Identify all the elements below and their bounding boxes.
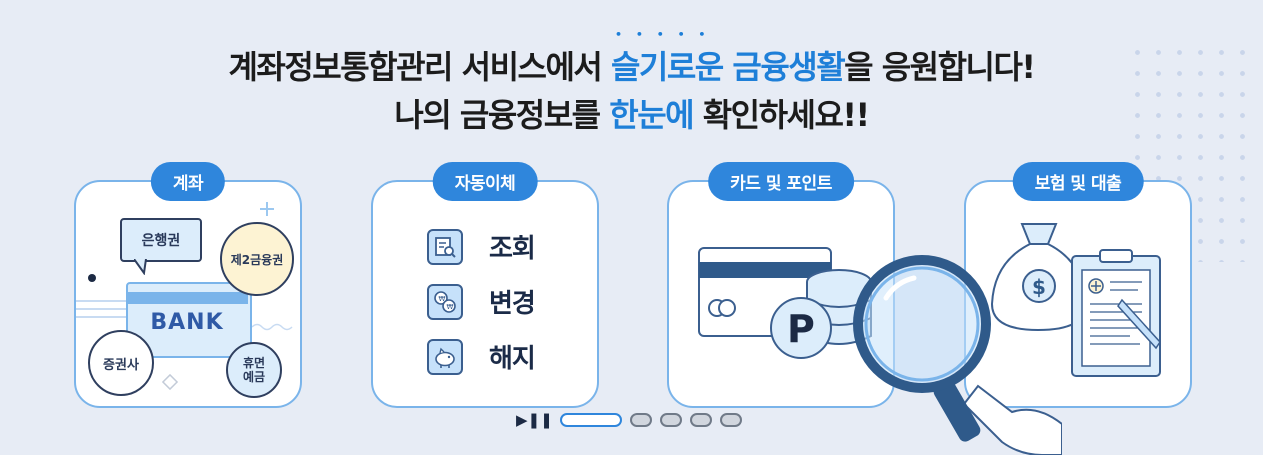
bubble-tail bbox=[134, 259, 147, 275]
card-auto-transfer-title: 자동이체 bbox=[432, 162, 538, 201]
headline-2-highlight: 한눈에 bbox=[609, 96, 694, 134]
plus-decoration-icon bbox=[260, 202, 274, 216]
play-pause-button[interactable]: ▶❚❚ bbox=[516, 411, 553, 429]
auto-transfer-row-cancel: 해지 bbox=[427, 338, 536, 375]
auto-transfer-inquiry-label: 조회 bbox=[489, 234, 536, 264]
play-pause-icon: ▶❚❚ bbox=[516, 411, 553, 429]
card-insurance-loan-title: 보험 및 대출 bbox=[1012, 162, 1144, 201]
auto-transfer-cancel-label: 해지 bbox=[489, 344, 536, 374]
headline-2-prefix: 나의 금융정보를 bbox=[394, 96, 601, 134]
carousel-indicator[interactable] bbox=[660, 413, 682, 427]
card-insurance-loan[interactable]: 보험 및 대출 $ bbox=[964, 162, 1192, 408]
svg-text:₩: ₩ bbox=[439, 295, 446, 303]
money-bag-icon: $ bbox=[990, 223, 1088, 332]
bank-label: BANK bbox=[150, 310, 224, 335]
carousel-indicator[interactable] bbox=[720, 413, 742, 427]
auto-transfer-row-inquiry: 조회 bbox=[427, 228, 536, 265]
carousel-indicator[interactable] bbox=[690, 413, 712, 427]
auto-transfer-change-label: 변경 bbox=[489, 289, 536, 319]
headline-2-suffix: 확인하세요!! bbox=[702, 96, 870, 134]
auto-transfer-row-change: ₩₩ 변경 bbox=[427, 283, 536, 320]
card-auto-transfer[interactable]: 자동이체 조회 ₩₩ 변경 해지 bbox=[371, 162, 599, 408]
bubble-bank: 은행권 bbox=[120, 218, 202, 262]
currency-exchange-icon: ₩₩ bbox=[427, 283, 463, 320]
bank-card-stripe bbox=[126, 292, 248, 304]
piggy-bank-icon bbox=[427, 338, 463, 375]
headline-1-suffix: 을 응원합니다! bbox=[844, 48, 1036, 86]
svg-text:₩: ₩ bbox=[447, 303, 454, 311]
magnifier-icon bbox=[853, 255, 1062, 455]
carousel-controls: ▶❚❚ bbox=[516, 411, 750, 429]
dot-decoration bbox=[88, 274, 96, 282]
lines-decoration bbox=[76, 300, 134, 318]
headline-1-highlight: 슬기로운 금융생활 bbox=[611, 48, 846, 86]
bubble-securities: 증권사 bbox=[88, 330, 154, 396]
svg-text:$: $ bbox=[1032, 275, 1046, 299]
document-search-icon bbox=[427, 228, 463, 265]
card-account[interactable]: 계좌 BANK 은행권 제2금융권 증권사 휴면 예금 bbox=[74, 162, 302, 408]
card-account-title: 계좌 bbox=[150, 162, 226, 201]
carousel-indicator-active[interactable] bbox=[560, 413, 622, 427]
headline-1-prefix: 계좌정보통합관리 서비스에서 bbox=[228, 48, 602, 86]
headline-line-1: 계좌정보통합관리 서비스에서 슬기로운 금융생활을 응원합니다! bbox=[0, 42, 1263, 88]
card-card-points-title: 카드 및 포인트 bbox=[708, 162, 854, 201]
bubble-dormant: 휴면 예금 bbox=[226, 342, 282, 398]
headline-line-2: 나의 금융정보를 한눈에 확인하세요!! bbox=[0, 90, 1263, 136]
diamond-decoration-icon bbox=[162, 374, 178, 390]
carousel-indicator[interactable] bbox=[630, 413, 652, 427]
svg-text:P: P bbox=[787, 307, 815, 351]
wave-decoration bbox=[252, 323, 293, 331]
document-pen-icon bbox=[1071, 249, 1161, 377]
bubble-second-tier: 제2금융권 bbox=[220, 222, 294, 296]
